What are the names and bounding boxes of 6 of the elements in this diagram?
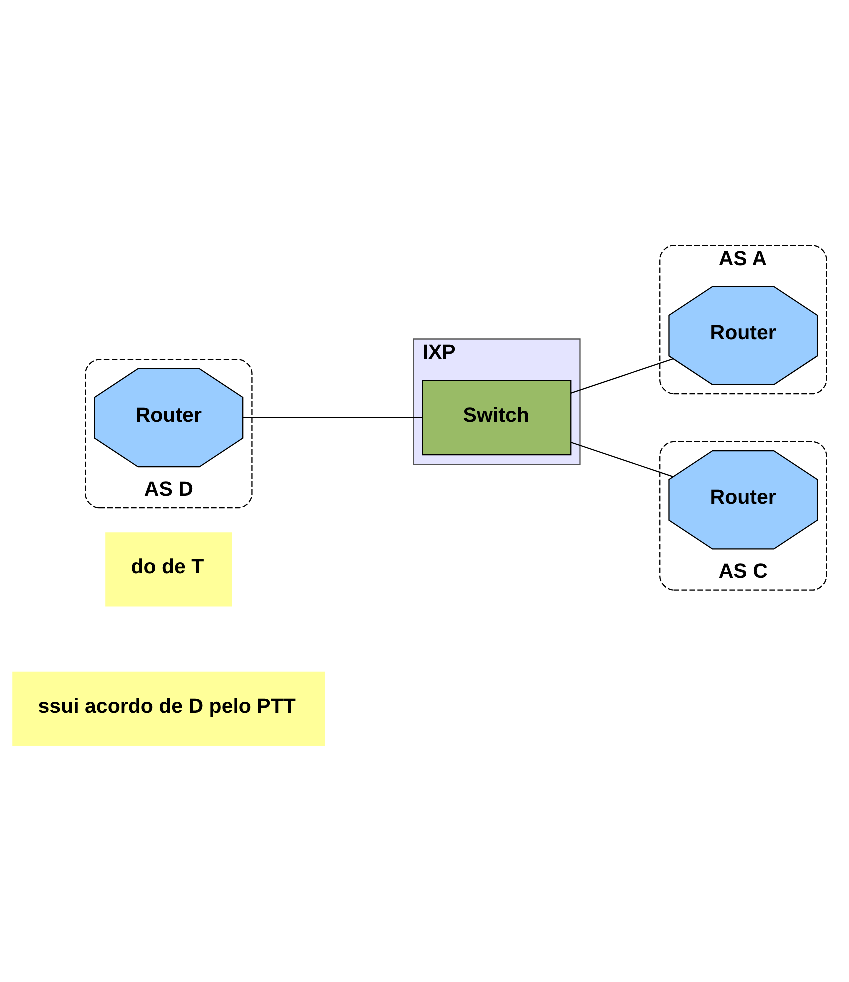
connector [571,358,674,394]
connector [571,442,674,478]
node-box: Switch [422,380,572,456]
node-box: do de T [106,532,232,607]
connector [243,417,422,419]
node-box: ssui acordo de D pelo PTT [12,672,326,746]
